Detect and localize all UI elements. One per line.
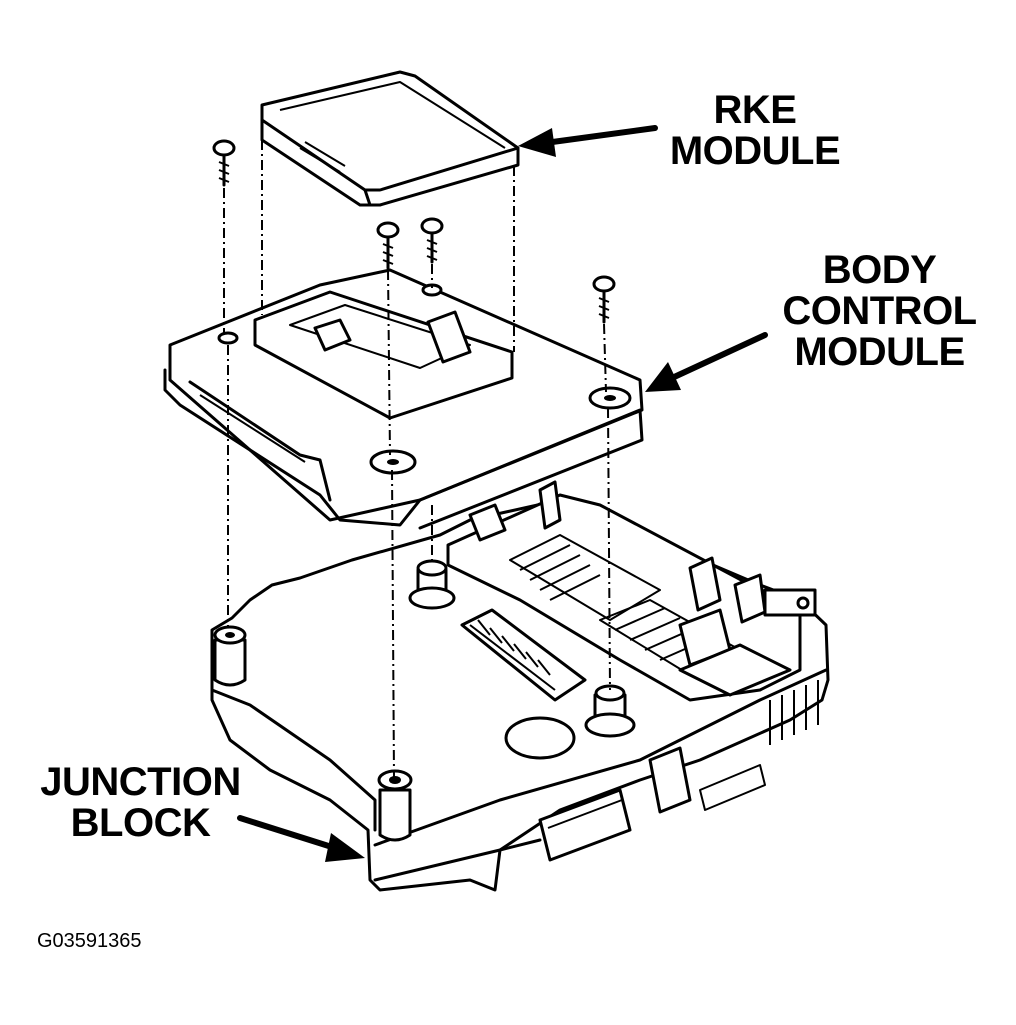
body-control-module [163, 268, 644, 530]
junction-block-label-line2: BLOCK [70, 800, 211, 845]
screw-icon [420, 217, 444, 264]
junction-block-label: JUNCTION BLOCK [28, 762, 253, 844]
arrow-icon [237, 815, 365, 862]
arrow-icon [645, 332, 768, 392]
rke-module-label-line2: MODULE [669, 128, 841, 173]
screws [212, 139, 616, 324]
arrow-icon [518, 125, 658, 157]
screw-icon [212, 139, 236, 187]
figure-id: G03591365 [37, 930, 142, 952]
junction-block [210, 480, 830, 892]
body-control-module-label: BODY CONTROL MODULE [772, 250, 987, 372]
rke-module [260, 70, 520, 207]
rke-module-label-line1: RKE [713, 88, 797, 132]
body-control-module-label-line2: CONTROL [782, 288, 977, 333]
alignment-lines [223, 140, 611, 779]
screw-icon [592, 275, 616, 324]
body-control-module-label-line3: MODULE [794, 329, 965, 374]
screw-icon [376, 221, 400, 270]
callout-arrows [237, 125, 768, 862]
body-control-module-label-line1: BODY [822, 248, 937, 292]
rke-module-label: RKE MODULE [660, 90, 850, 172]
junction-block-label-line1: JUNCTION [40, 760, 241, 804]
